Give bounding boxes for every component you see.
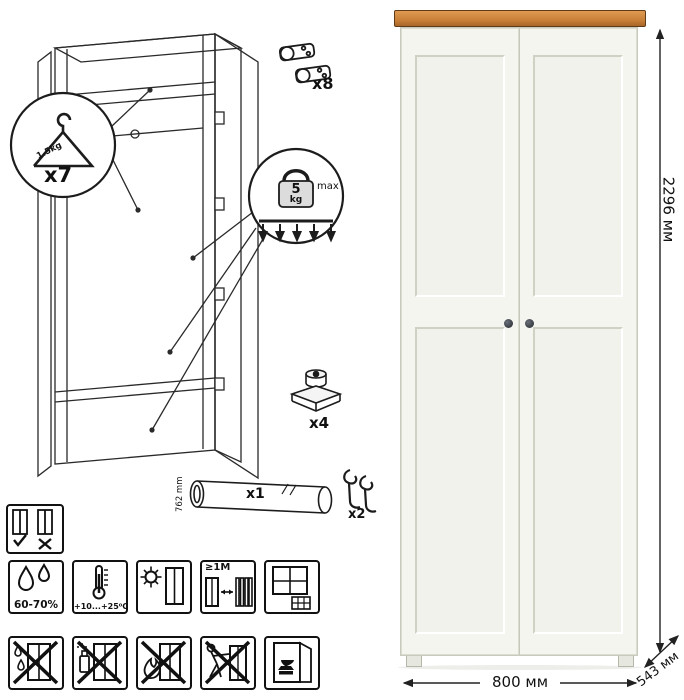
wardrobe-left-foot	[406, 656, 422, 667]
humidity-range-label: 60-70%	[13, 599, 59, 611]
picto-no-dragging	[200, 636, 256, 690]
wardrobe-body	[400, 27, 638, 656]
glide-count-label: x4	[308, 414, 330, 432]
hanger-count-label: x7	[44, 163, 73, 187]
wardrobe-top-trim	[394, 10, 646, 27]
wardrobe-shadow	[398, 665, 642, 670]
hanger-callout-icon	[9, 87, 153, 213]
picto-heat-distance: ≥1M	[200, 560, 256, 614]
tube-count-label: x1	[246, 486, 265, 502]
temperature-range-label: +10...+25⁰C	[74, 602, 129, 611]
anvil-icon	[273, 641, 312, 683]
depth-dimension-label: 543 мм	[634, 648, 682, 691]
picto-no-solvents	[72, 636, 128, 690]
load-limit-icon	[149, 147, 345, 433]
min-distance-label: ≥1M	[205, 562, 231, 573]
picto-no-heat-source	[136, 636, 192, 690]
picto-temperature: +10...+25⁰C	[72, 560, 128, 614]
kettlebell-icon	[282, 169, 310, 183]
hook-count-label: x2	[348, 507, 366, 522]
no-wet-cleaning-icon	[12, 640, 59, 685]
left-door-upper-panel	[415, 55, 505, 297]
load-max-label: max	[317, 181, 339, 192]
height-dimension-label: 2296 мм	[659, 176, 678, 243]
left-door-knob	[504, 319, 513, 328]
picto-humidity: 60-70%	[8, 560, 64, 614]
picto-no-wet-cleaning	[8, 636, 64, 690]
window-icon	[272, 566, 311, 610]
no-dragging-icon	[204, 640, 251, 685]
load-unit-label: kg	[289, 195, 303, 205]
no-spray-icon	[76, 640, 123, 685]
tube-length-label: 762 mm	[174, 476, 185, 513]
picto-heavy-object	[264, 636, 320, 690]
hook-icon	[343, 468, 377, 513]
door-gap	[519, 28, 520, 655]
wardrobe-right-foot	[618, 656, 634, 667]
wardrobe-wireframe	[37, 32, 259, 480]
wardrobe-right-door	[519, 28, 637, 655]
right-door-lower-panel	[533, 327, 623, 634]
left-door-lower-panel	[415, 327, 505, 634]
water-drops-icon	[17, 563, 51, 591]
wardrobe-left-door	[401, 28, 519, 655]
glide-foot-icon	[289, 369, 343, 412]
hanger-capacity-label: 1.5kg	[35, 140, 64, 162]
no-flame-icon	[140, 640, 187, 685]
hinge-count-label: x8	[312, 74, 334, 93]
thermometer-icon	[92, 565, 108, 600]
assembly-orientation-icon	[6, 504, 64, 554]
picto-sunlight	[136, 560, 192, 614]
right-door-upper-panel	[533, 55, 623, 297]
right-door-knob	[525, 319, 534, 328]
width-dimension-label: 800 мм	[480, 675, 560, 690]
load-value-label: 5	[291, 182, 301, 197]
sun-icon	[140, 566, 184, 605]
picto-ventilation	[264, 560, 320, 614]
radiator-distance-icon	[205, 577, 253, 607]
